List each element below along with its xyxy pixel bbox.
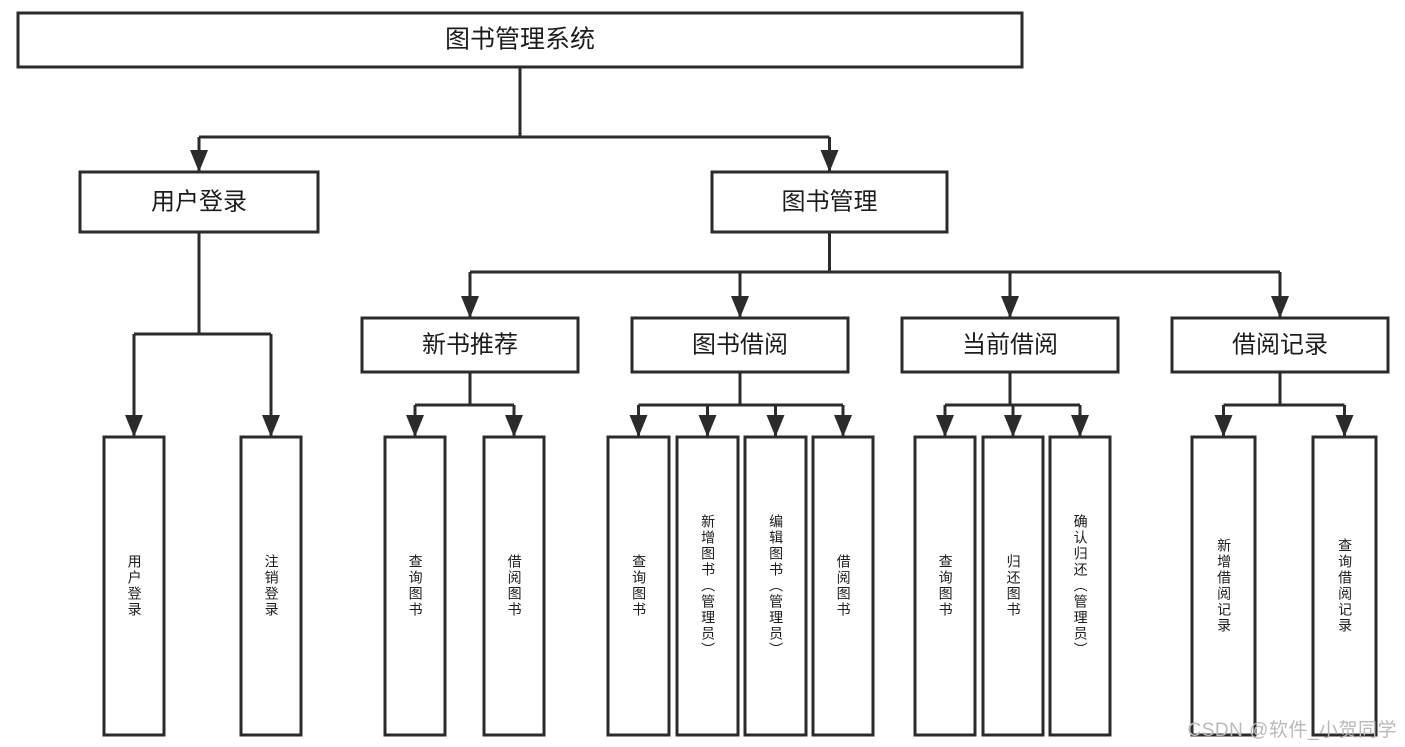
node-box-leaf-query-record[interactable] <box>1311 435 1378 737</box>
node-label-book-borrow: 图书借阅 <box>692 331 788 358</box>
node-box-new-book-recommend[interactable] <box>360 316 580 374</box>
arrow-head-icon-book-manage <box>820 150 839 172</box>
node-box-leaf-user-login[interactable] <box>102 435 166 737</box>
arrow-head-icon-leaf-query-record <box>1335 415 1354 437</box>
node-box-current-borrow[interactable] <box>900 316 1120 374</box>
node-box-root[interactable] <box>16 11 1024 69</box>
node-boxes-layer <box>16 11 1390 737</box>
node-box-leaf-add-record[interactable] <box>1190 435 1257 737</box>
connectors-layer <box>125 67 1354 437</box>
node-label-root: 图书管理系统 <box>445 26 595 54</box>
arrow-head-icon-user-login <box>190 150 208 172</box>
node-box-leaf-return-book[interactable] <box>981 435 1045 737</box>
node-box-leaf-query-book-3[interactable] <box>913 435 977 737</box>
arrow-head-icon-borrow-record <box>1271 296 1289 318</box>
arrow-head-icon-leaf-return-book <box>1004 415 1022 437</box>
node-label-current-borrow: 当前借阅 <box>962 331 1058 358</box>
arrow-head-icon-leaf-query-book-3 <box>936 415 954 437</box>
arrow-head-icon-leaf-logout <box>262 415 280 437</box>
arrow-head-icon-leaf-borrow-book-2 <box>834 415 852 437</box>
arrow-head-icon-new-book-recommend <box>461 296 479 318</box>
node-label-user-login: 用户登录 <box>151 188 247 215</box>
arrow-head-icon-leaf-add-record <box>1214 415 1233 437</box>
node-label-book-manage: 图书管理 <box>782 188 878 215</box>
arrow-head-icon-leaf-add-book <box>698 415 717 437</box>
node-box-leaf-edit-book[interactable] <box>743 435 808 737</box>
node-box-leaf-confirm-return[interactable] <box>1048 435 1112 737</box>
node-label-borrow-record: 借阅记录 <box>1232 331 1328 358</box>
arrow-head-icon-leaf-query-book-2 <box>629 415 648 437</box>
node-box-book-manage[interactable] <box>710 170 949 234</box>
arrow-head-icon-book-borrow <box>731 296 749 318</box>
node-box-book-borrow[interactable] <box>630 316 850 374</box>
node-box-leaf-borrow-book-2[interactable] <box>811 435 875 737</box>
node-box-borrow-record[interactable] <box>1170 316 1390 374</box>
arrow-head-icon-current-borrow <box>1001 296 1019 318</box>
arrow-head-icon-leaf-user-login <box>125 415 143 437</box>
node-box-leaf-query-book-1[interactable] <box>383 435 447 737</box>
arrow-head-icon-leaf-borrow-book-1 <box>505 415 523 437</box>
arrow-head-icon-leaf-edit-book <box>766 415 785 437</box>
csdn-watermark: CSDN @软件_小贺同学 <box>1187 720 1397 741</box>
node-label-new-book-recommend: 新书推荐 <box>422 331 518 358</box>
node-box-leaf-borrow-book-1[interactable] <box>482 435 546 737</box>
arrow-head-icon-leaf-confirm-return <box>1071 415 1089 437</box>
node-box-user-login[interactable] <box>78 170 320 234</box>
node-box-leaf-logout[interactable] <box>239 435 303 737</box>
arrow-head-icon-leaf-query-book-1 <box>406 415 424 437</box>
node-box-leaf-query-book-2[interactable] <box>606 435 671 737</box>
node-box-leaf-add-book[interactable] <box>675 435 740 737</box>
